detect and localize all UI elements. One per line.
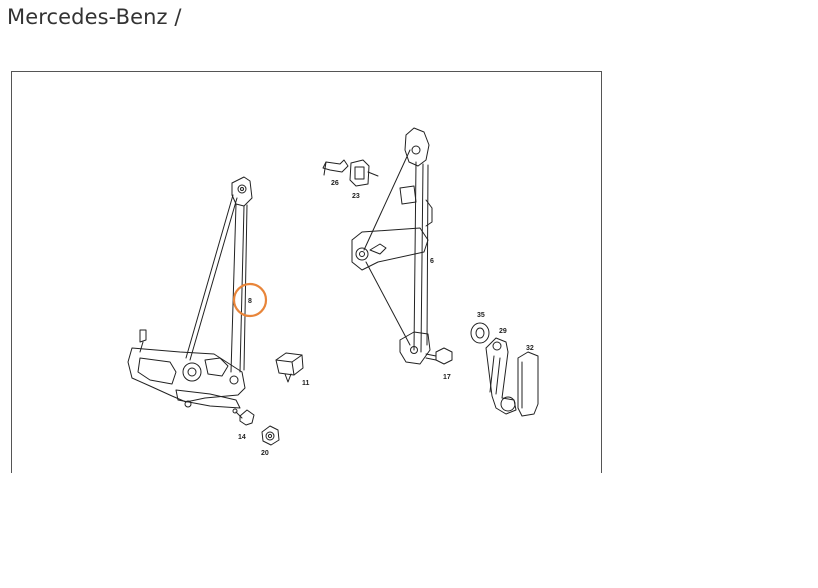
part-32-knob	[517, 351, 539, 417]
part-label-32: 32	[526, 345, 534, 352]
highlight-circle	[232, 282, 268, 318]
part-label-17: 17	[443, 374, 451, 381]
page-title: Mercedes-Benz /	[7, 5, 182, 29]
left-window-regulator	[127, 176, 253, 409]
part-label-20: 20	[261, 450, 269, 457]
part-label-26: 26	[331, 180, 339, 187]
part-14-bolt	[232, 408, 255, 426]
right-window-regulator	[351, 127, 433, 365]
part-26-clip	[322, 159, 349, 176]
part-35-washer	[470, 322, 490, 344]
part-label-23: 23	[352, 193, 360, 200]
diagram-frame	[11, 71, 602, 473]
part-29-crank-handle	[485, 337, 517, 415]
part-23-bracket	[349, 159, 379, 187]
part-label-8: 8	[248, 298, 252, 305]
part-label-11: 11	[302, 380, 310, 387]
part-20-nut	[261, 425, 280, 446]
part-11-block	[275, 352, 304, 383]
part-label-6: 6	[430, 258, 434, 265]
part-label-14: 14	[238, 434, 246, 441]
part-17-bolt	[425, 347, 453, 365]
part-label-29: 29	[499, 328, 507, 335]
part-label-35: 35	[477, 312, 485, 319]
